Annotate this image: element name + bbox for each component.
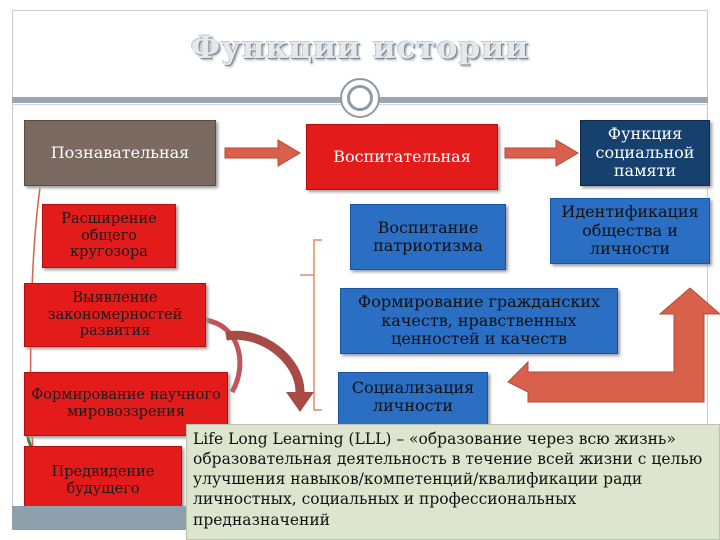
- ring-ornament-icon: [340, 78, 380, 118]
- lll-note-box: Life Long Learning (LLL) – «образование …: [186, 424, 720, 540]
- curve-arrow-center-head: [286, 392, 314, 412]
- curve-arrow-left: [204, 317, 243, 394]
- arrow-right-1: [224, 139, 301, 167]
- foresight-future-box: Предвидение будущего: [24, 446, 182, 516]
- educational-function-label: Воспитательная: [333, 146, 471, 166]
- center-bracket-line: [300, 239, 322, 411]
- social-memory-function-box: Функция социальной памяти: [580, 120, 710, 186]
- broaden-outlook-label: Расширение общего кругозора: [61, 210, 157, 261]
- broaden-outlook-box: Расширение общего кругозора: [42, 204, 176, 268]
- socialization-box: Социализация личности: [338, 372, 488, 426]
- socialization-label: Социализация личности: [351, 378, 475, 416]
- patterns-development-box: Выявление закономерностей развития: [24, 283, 206, 347]
- patterns-development-label: Выявление закономерностей развития: [47, 289, 183, 340]
- patriotism-box: Воспитание патриотизма: [350, 204, 506, 270]
- identification-label: Идентификация общества и личности: [561, 202, 699, 259]
- arrow-right-2: [504, 139, 579, 167]
- educational-function-box: Воспитательная: [306, 124, 498, 190]
- cognitive-function-box: Познавательная: [24, 120, 216, 186]
- footer-band: [12, 506, 192, 530]
- curve-arrow-center: [225, 330, 305, 393]
- social-memory-function-label: Функция социальной памяти: [595, 124, 695, 181]
- civic-qualities-box: Формирование гражданских качеств, нравст…: [340, 288, 618, 354]
- foresight-future-label: Предвидение будущего: [51, 464, 155, 497]
- lll-note-text: Life Long Learning (LLL) – «образование …: [193, 430, 703, 529]
- u-turn-arrow: [507, 287, 720, 403]
- cognitive-function-label: Познавательная: [50, 142, 190, 162]
- scientific-worldview-label: Формирование научного мировоззрения: [31, 387, 221, 420]
- identification-box: Идентификация общества и личности: [550, 198, 710, 264]
- slide-title: Функции истории: [190, 30, 530, 66]
- patriotism-label: Воспитание патриотизма: [373, 217, 483, 255]
- civic-qualities-label: Формирование гражданских качеств, нравст…: [357, 292, 601, 349]
